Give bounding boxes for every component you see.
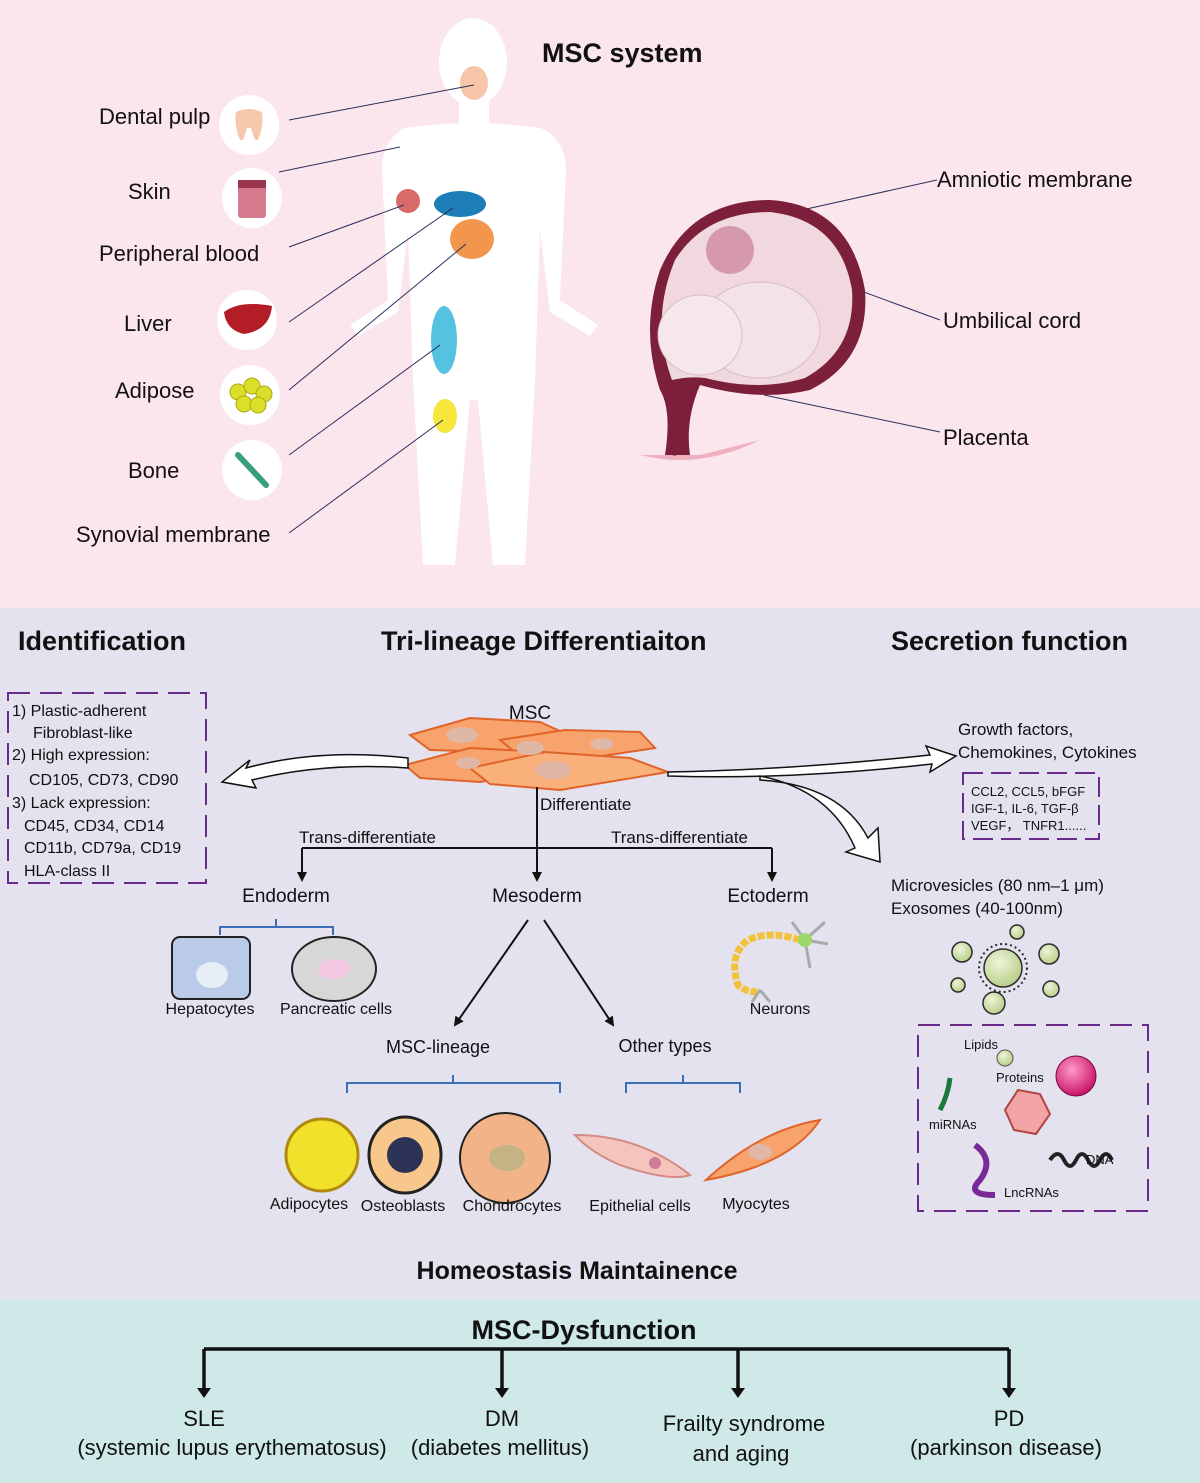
proteins-label: Proteins [996,1070,1044,1085]
growth-factors-label: Growth factors, [958,720,1074,739]
human-body-silhouette [350,18,598,565]
source-bone: Bone [128,458,180,483]
secretion-title: Secretion function [891,626,1129,656]
trans-differentiate-left-label: Trans-differentiate [299,828,437,847]
endoderm-cell-images [171,936,377,1002]
source-skin: Skin [128,179,171,204]
microvesicles-label: Microvesicles (80 nm–1 μm) [891,876,1104,895]
vesicle-cluster [950,924,1060,1015]
liver-marker [434,191,486,217]
source-dental-pulp: Dental pulp [99,104,211,129]
dysfunction-tree [202,1347,1011,1392]
chemokines-cytokines-label: Chemokines, Cytokines [958,743,1137,762]
identification-item: Fibroblast-like [33,725,133,742]
osteoblasts-label: Osteoblasts [360,1198,446,1215]
mesoderm-label: Mesoderm [492,886,582,907]
skin-icon [238,180,266,218]
source-connectors [278,84,941,534]
ectoderm-label: Ectoderm [727,886,809,907]
neurons-label: Neurons [749,1001,811,1018]
blue-brackets [219,919,741,1093]
disease-dm-full: (diabetes mellitus) [410,1435,590,1460]
exosomes-label: Exosomes (40-100nm) [891,899,1063,918]
blood-icon [396,189,420,213]
msc-lineage-label: MSC-lineage [385,1037,491,1057]
homeostasis-label: Homeostasis Maintainence [416,1257,738,1285]
hepatocytes-label: Hepatocytes [165,1001,255,1018]
source-liver: Liver [124,311,172,336]
identification-item: CD11b, CD79a, CD19 [24,840,182,857]
factor-list-line: CCL2, CCL5, bFGF [971,784,1086,799]
disease-sle-full: (systemic lupus erythematosus) [77,1435,387,1460]
cargo-icons [937,1049,1114,1198]
dysfunction-arrowheads [197,1388,1016,1398]
source-synovial-membrane: Synovial membrane [76,522,271,547]
synovial-marker [433,399,457,433]
identification-item: 2) High expression: [12,747,150,764]
neuron-cell-image [731,920,829,1003]
msc-lineage-cell-images [284,1112,551,1204]
adipose-icon [229,377,273,414]
trans-differentiate-right-label: Trans-differentiate [611,828,749,847]
lipids-label: Lipids [964,1037,998,1052]
msc-cell-cluster [402,716,672,792]
lncrnas-label: LncRNAs [1004,1185,1059,1200]
disease-pd-full: (parkinson disease) [910,1435,1102,1460]
other-cell-images [572,1118,823,1182]
source-amniotic-membrane: Amniotic membrane [937,167,1133,192]
dental-pulp-marker [460,66,488,100]
mirnas-label: miRNAs [929,1117,977,1132]
disease-pd-abbr: PD [993,1406,1025,1431]
liver-icon [224,304,272,334]
adipocytes-label: Adipocytes [269,1196,349,1213]
tooth-icon [235,109,263,140]
epithelial-cell [572,1133,693,1178]
factor-list-line: IGF-1, IL-6, TGF-β [971,801,1079,816]
source-icons [217,95,420,500]
myocytes-label: Myocytes [722,1196,790,1213]
identification-item: HLA-class II [24,863,111,880]
identification-box [7,692,207,884]
bone-icon [235,452,269,488]
identification-item: CD45, CD34, CD14 [24,818,165,835]
msc-system-panel [0,0,1200,608]
open-arrows [220,744,958,864]
adipocyte-cell [284,1117,360,1193]
differentiation-tree [297,787,777,1027]
dna-label: DNA [1086,1152,1114,1167]
other-types-label: Other types [618,1036,712,1056]
source-umbilical-cord: Umbilical cord [943,308,1082,333]
identification-item: 1) Plastic-adherent [12,703,147,720]
source-placenta: Placenta [943,425,1029,450]
pancreatic-cells-label: Pancreatic cells [279,1001,393,1018]
chondrocytes-label: Chondrocytes [462,1198,562,1215]
endoderm-label: Endoderm [242,886,330,907]
source-peripheral-blood: Peripheral blood [99,241,260,266]
source-adipose: Adipose [115,378,195,403]
uterus-fetus-illustration [640,200,866,460]
disease-sle-abbr: SLE [183,1406,225,1431]
dysfunction-title: MSC-Dysfunction [471,1315,697,1345]
bone-marker [431,306,457,374]
identification-title: Identification [18,626,186,656]
disease-frailty-line1: Frailty syndrome [662,1411,826,1436]
trilineage-title: Tri-lineage Differentiaiton [381,626,707,656]
epithelial-cells-label: Epithelial cells [589,1198,691,1215]
cargo-box [917,1024,1149,1212]
differentiate-label: Differentiate [540,795,632,814]
identification-item: CD105, CD73, CD90 [29,772,179,789]
factor-list-line: VEGF， TNFR1...... [971,818,1087,833]
factor-box [962,772,1100,840]
disease-frailty-line2: and aging [692,1441,790,1466]
adipose-marker [450,219,494,259]
msc-system-title: MSC system [542,38,703,68]
disease-dm-abbr: DM [484,1406,520,1431]
msc-label: MSC [508,703,552,724]
identification-item: 3) Lack expression: [12,795,151,812]
